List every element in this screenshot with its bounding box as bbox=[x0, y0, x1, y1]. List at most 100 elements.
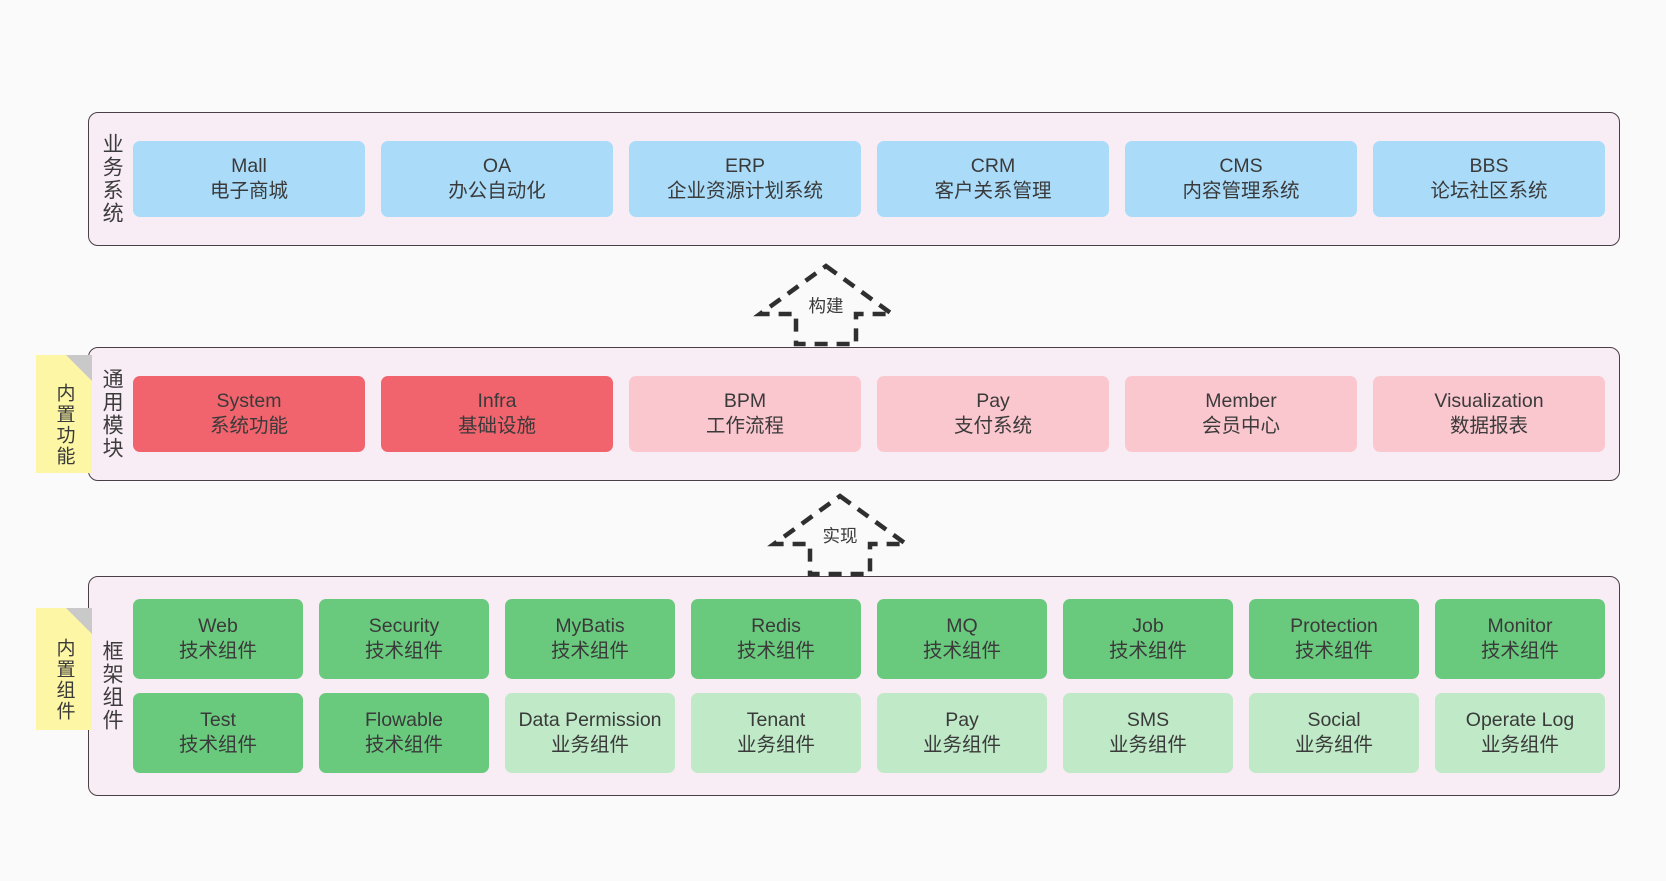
card-title-en: Redis bbox=[751, 615, 801, 638]
card-title-en: MyBatis bbox=[555, 615, 625, 638]
card-member[interactable]: Member 会员中心 bbox=[1125, 376, 1357, 452]
card-title-en: SMS bbox=[1126, 709, 1170, 732]
card-title-cn: 业务组件 bbox=[1480, 734, 1559, 756]
card-title-cn: 技术组件 bbox=[178, 640, 257, 662]
card-infra[interactable]: Infra 基础设施 bbox=[381, 376, 613, 452]
card-title-en: MQ bbox=[946, 615, 978, 638]
card-title-cn: 基础设施 bbox=[457, 415, 536, 437]
card-title-en: CMS bbox=[1219, 155, 1263, 178]
card-title-en: ERP bbox=[724, 155, 766, 178]
card-erp[interactable]: ERP 企业资源计划系统 bbox=[629, 141, 861, 217]
card-title-en: OA bbox=[482, 155, 512, 178]
card-title-en: Visualization bbox=[1434, 390, 1544, 413]
layer-business-systems: 业务系统 Mall 电子商城 OA 办公自动化 ERP 企业资源计划系统 CRM bbox=[88, 112, 1620, 246]
card-title-cn: 业务组件 bbox=[922, 734, 1001, 756]
card-monitor[interactable]: Monitor 技术组件 bbox=[1435, 599, 1605, 679]
card-security[interactable]: Security 技术组件 bbox=[319, 599, 489, 679]
layer-title-framework-text: 框架组件 bbox=[100, 640, 124, 732]
arrow-build: 构建 bbox=[753, 262, 899, 348]
card-title-en: Mall bbox=[231, 155, 267, 178]
card-title-cn: 技术组件 bbox=[178, 734, 257, 756]
arrow-implement: 实现 bbox=[767, 492, 913, 578]
card-operate-log[interactable]: Operate Log 业务组件 bbox=[1435, 693, 1605, 773]
card-title-en: BBS bbox=[1469, 155, 1509, 178]
layer-title-business: 业务系统 bbox=[89, 113, 133, 245]
card-title-cn: 办公自动化 bbox=[448, 180, 546, 202]
card-bbs[interactable]: BBS 论坛社区系统 bbox=[1373, 141, 1605, 217]
card-title-cn: 业务组件 bbox=[1108, 734, 1187, 756]
arrow-label-implement: 实现 bbox=[822, 526, 858, 546]
layer-framework-components: 框架组件 Web 技术组件 Security 技术组件 MyBatis 技术组件… bbox=[88, 576, 1620, 796]
card-title-cn: 会员中心 bbox=[1201, 415, 1280, 437]
card-title-cn: 业务组件 bbox=[1294, 734, 1373, 756]
note-fold-corner-icon bbox=[66, 608, 92, 634]
layer-title-common-text: 通用模块 bbox=[100, 368, 124, 460]
card-flowable[interactable]: Flowable 技术组件 bbox=[319, 693, 489, 773]
card-title-cn: 论坛社区系统 bbox=[1430, 180, 1548, 202]
card-cms[interactable]: CMS 内容管理系统 bbox=[1125, 141, 1357, 217]
layer-common-modules: 通用模块 System 系统功能 Infra 基础设施 BPM 工作流程 Pay bbox=[88, 347, 1620, 481]
card-web[interactable]: Web 技术组件 bbox=[133, 599, 303, 679]
card-mq[interactable]: MQ 技术组件 bbox=[877, 599, 1047, 679]
card-title-en: Web bbox=[198, 615, 238, 638]
card-title-en: Protection bbox=[1290, 615, 1378, 638]
card-title-cn: 数据报表 bbox=[1449, 415, 1528, 437]
card-mall[interactable]: Mall 电子商城 bbox=[133, 141, 365, 217]
card-crm[interactable]: CRM 客户关系管理 bbox=[877, 141, 1109, 217]
card-oa[interactable]: OA 办公自动化 bbox=[381, 141, 613, 217]
layer-body-business: Mall 电子商城 OA 办公自动化 ERP 企业资源计划系统 CRM 客户关系… bbox=[133, 113, 1619, 245]
card-title-cn: 技术组件 bbox=[364, 734, 443, 756]
card-test[interactable]: Test 技术组件 bbox=[133, 693, 303, 773]
card-pay[interactable]: Pay 支付系统 bbox=[877, 376, 1109, 452]
card-title-cn: 技术组件 bbox=[364, 640, 443, 662]
dashed-up-arrow-icon bbox=[753, 263, 899, 347]
card-title-cn: 技术组件 bbox=[1108, 640, 1187, 662]
card-title-cn: 技术组件 bbox=[736, 640, 815, 662]
card-title-en: Security bbox=[368, 615, 440, 638]
card-title-en: Operate Log bbox=[1465, 709, 1575, 732]
card-system[interactable]: System 系统功能 bbox=[133, 376, 365, 452]
card-title-cn: 业务组件 bbox=[550, 734, 629, 756]
layer-body-framework: Web 技术组件 Security 技术组件 MyBatis 技术组件 Redi… bbox=[133, 577, 1619, 795]
card-mybatis[interactable]: MyBatis 技术组件 bbox=[505, 599, 675, 679]
note-builtin-function: 内置功能 bbox=[36, 355, 92, 473]
card-sms[interactable]: SMS 业务组件 bbox=[1063, 693, 1233, 773]
note-builtin-component-text: 内置组件 bbox=[53, 638, 75, 722]
card-title-cn: 技术组件 bbox=[1480, 640, 1559, 662]
layer-title-framework: 框架组件 bbox=[89, 577, 133, 795]
card-title-cn: 系统功能 bbox=[209, 415, 288, 437]
card-title-en: Pay bbox=[945, 709, 979, 732]
card-social[interactable]: Social 业务组件 bbox=[1249, 693, 1419, 773]
card-visualization[interactable]: Visualization 数据报表 bbox=[1373, 376, 1605, 452]
card-pay-business[interactable]: Pay 业务组件 bbox=[877, 693, 1047, 773]
card-row: Test 技术组件 Flowable 技术组件 Data Permission … bbox=[133, 693, 1605, 773]
note-builtin-function-text: 内置功能 bbox=[53, 383, 75, 467]
card-row: System 系统功能 Infra 基础设施 BPM 工作流程 Pay 支付系统… bbox=[133, 376, 1605, 452]
card-title-en: BPM bbox=[723, 390, 767, 413]
card-title-cn: 技术组件 bbox=[1294, 640, 1373, 662]
card-job[interactable]: Job 技术组件 bbox=[1063, 599, 1233, 679]
card-title-cn: 工作流程 bbox=[705, 415, 784, 437]
card-data-permission[interactable]: Data Permission 业务组件 bbox=[505, 693, 675, 773]
layer-body-common: System 系统功能 Infra 基础设施 BPM 工作流程 Pay 支付系统… bbox=[133, 348, 1619, 480]
arrow-label-build: 构建 bbox=[808, 296, 844, 316]
card-title-en: Data Permission bbox=[518, 709, 662, 732]
card-title-en: Pay bbox=[976, 390, 1010, 413]
card-redis[interactable]: Redis 技术组件 bbox=[691, 599, 861, 679]
layer-title-common: 通用模块 bbox=[89, 348, 133, 480]
card-title-en: System bbox=[216, 390, 282, 413]
card-title-en: Member bbox=[1205, 390, 1277, 413]
card-title-en: Infra bbox=[477, 390, 517, 413]
card-title-cn: 电子商城 bbox=[209, 180, 288, 202]
layer-title-business-text: 业务系统 bbox=[100, 133, 124, 225]
card-title-cn: 客户关系管理 bbox=[934, 180, 1052, 202]
card-title-cn: 企业资源计划系统 bbox=[666, 180, 823, 202]
card-tenant[interactable]: Tenant 业务组件 bbox=[691, 693, 861, 773]
card-row: Web 技术组件 Security 技术组件 MyBatis 技术组件 Redi… bbox=[133, 599, 1605, 679]
dashed-up-arrow-icon bbox=[767, 493, 913, 577]
card-protection[interactable]: Protection 技术组件 bbox=[1249, 599, 1419, 679]
card-bpm[interactable]: BPM 工作流程 bbox=[629, 376, 861, 452]
card-title-cn: 技术组件 bbox=[922, 640, 1001, 662]
card-title-cn: 技术组件 bbox=[550, 640, 629, 662]
